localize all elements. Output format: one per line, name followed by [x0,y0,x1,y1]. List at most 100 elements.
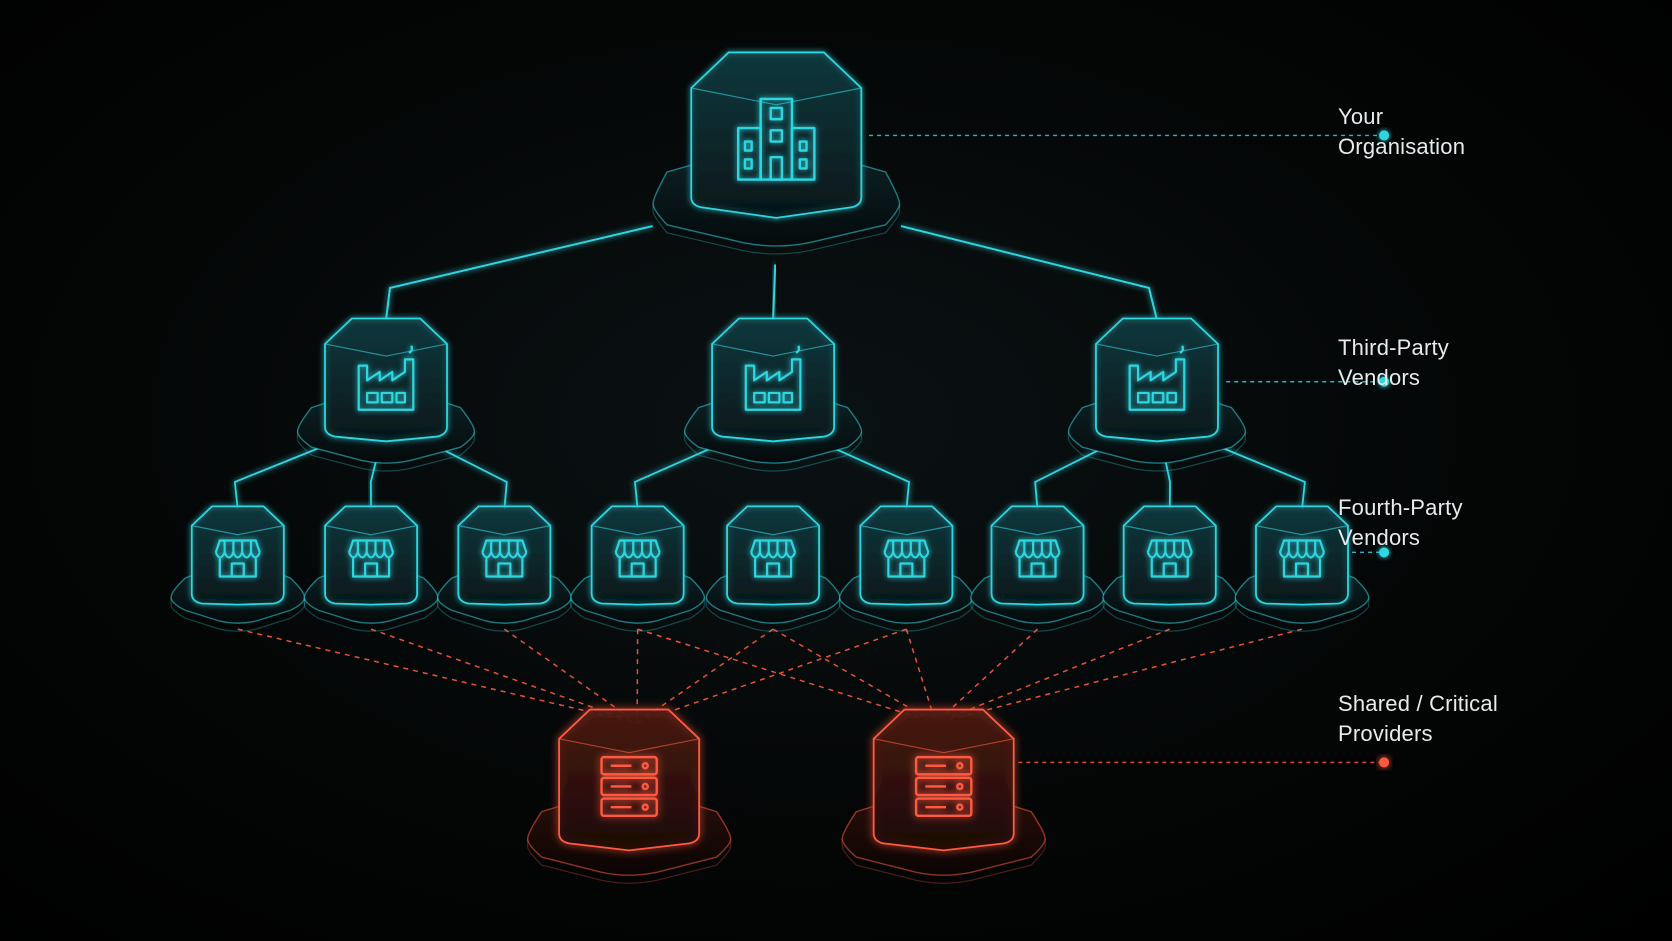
legend-line: Vendors [1338,525,1421,550]
link-fourth-party-provider [370,628,638,724]
storefront-icon [348,539,395,578]
storefront-icon [1014,539,1061,578]
server-rack-icon [914,755,973,817]
cube-body [1095,317,1219,443]
node-fourth-party-vendor [705,505,841,632]
cube-body [457,505,552,606]
cube-body [690,51,863,219]
legend-dot [1379,376,1390,387]
link-fourth-party-provider [935,628,1171,724]
node-fourth-party-vendor [436,505,572,632]
legend-dot [1379,757,1390,768]
legend-dot [1379,547,1390,558]
cube-body [1255,505,1349,606]
base-plate-edge [841,838,1046,884]
base-plate-edge [1234,597,1370,632]
link-fourth-party-provider [503,628,638,724]
cube-top-edge [324,525,418,536]
storefront-icon [883,539,930,578]
link-fourth-party-provider [237,628,638,724]
legend-connectors [869,130,1390,768]
link-third-fourth-party [633,447,713,510]
base-plate-edge [839,597,974,632]
base-plate-edge [303,597,439,632]
link-third-fourth-party [233,447,320,510]
legend-line: Shared / Critical [1338,691,1498,716]
cube-body [990,505,1085,606]
link-fourth-party-provider [935,628,1039,724]
cube-top-edge [191,525,284,536]
diagram-nodes [170,51,1370,884]
link-org-third-party [900,225,1158,321]
link-org-third-party [385,225,653,321]
link-fourth-party-provider [935,628,1303,724]
legend-label-fourth-party: Fourth-Party Vendors [1338,493,1463,553]
legend-line: Third-Party [1338,335,1449,360]
legend-label-third-party: Third-Party Vendors [1338,333,1449,393]
cube-top-edge [991,525,1084,536]
link-org-third-party [772,264,777,320]
storefront-icon [481,539,528,578]
cube-top-edge [324,343,448,357]
legend-line: Organisation [1338,134,1466,159]
node-organisation [652,51,901,255]
link-third-fourth-party [438,447,508,510]
base-plate-edge [437,597,572,632]
link-fourth-party-provider [905,628,937,724]
node-third-party-vendor [296,317,476,472]
node-shared-critical-provider [526,708,732,884]
base-plate-edge [570,597,705,632]
base-plate-edge [1102,597,1238,632]
legend-line: Providers [1338,721,1433,746]
link-third-fourth-party [1034,447,1104,510]
node-third-party-vendor [683,317,863,472]
node-third-party-vendor [1067,317,1247,472]
factory-icon [744,345,802,411]
cube-top-edge [726,525,820,536]
node-fourth-party-vendor [570,505,706,632]
cube-top-edge [711,343,835,357]
office-building-icon [737,97,816,181]
legend-line: Vendors [1338,365,1421,390]
cube-top-edge [559,738,700,754]
cube-body [726,505,820,606]
base-plate-edge [705,597,841,632]
cube-top-edge [873,738,1014,754]
base-plate-edge [170,597,306,632]
cube-body [872,708,1015,852]
storefront-icon [1278,539,1326,578]
node-fourth-party-vendor [303,505,439,632]
connection-lines [233,225,1306,724]
legend-line: Your [1338,104,1384,129]
server-rack-icon [600,755,658,817]
cube-top-edge [1095,343,1219,357]
node-fourth-party-vendor [1102,505,1238,632]
link-fourth-party-provider [772,628,937,724]
cube-top-edge [1123,525,1216,536]
cube-top-edge [591,525,684,536]
storefront-icon [750,539,797,578]
cube-body [859,505,954,606]
factory-icon [357,345,415,411]
cube-body [558,708,701,852]
base-plate-edge [970,597,1105,632]
cube-body [190,505,285,606]
legend-dot [1379,130,1390,141]
base-plate-edge [296,431,476,472]
node-fourth-party-vendor [838,505,974,632]
cube-top-edge [1255,525,1349,536]
cube-body [711,317,835,443]
base-plate-edge [527,838,732,884]
link-fourth-party-provider [636,628,907,724]
link-third-fourth-party [1221,447,1306,510]
cube-top-edge [860,525,953,536]
cube-body [324,505,418,606]
cube-body [324,317,448,443]
node-shared-critical-provider [841,708,1046,884]
storefront-icon [1146,539,1193,578]
base-plate-edge [684,431,863,472]
link-third-fourth-party [832,447,911,510]
storefront-icon [214,539,261,578]
